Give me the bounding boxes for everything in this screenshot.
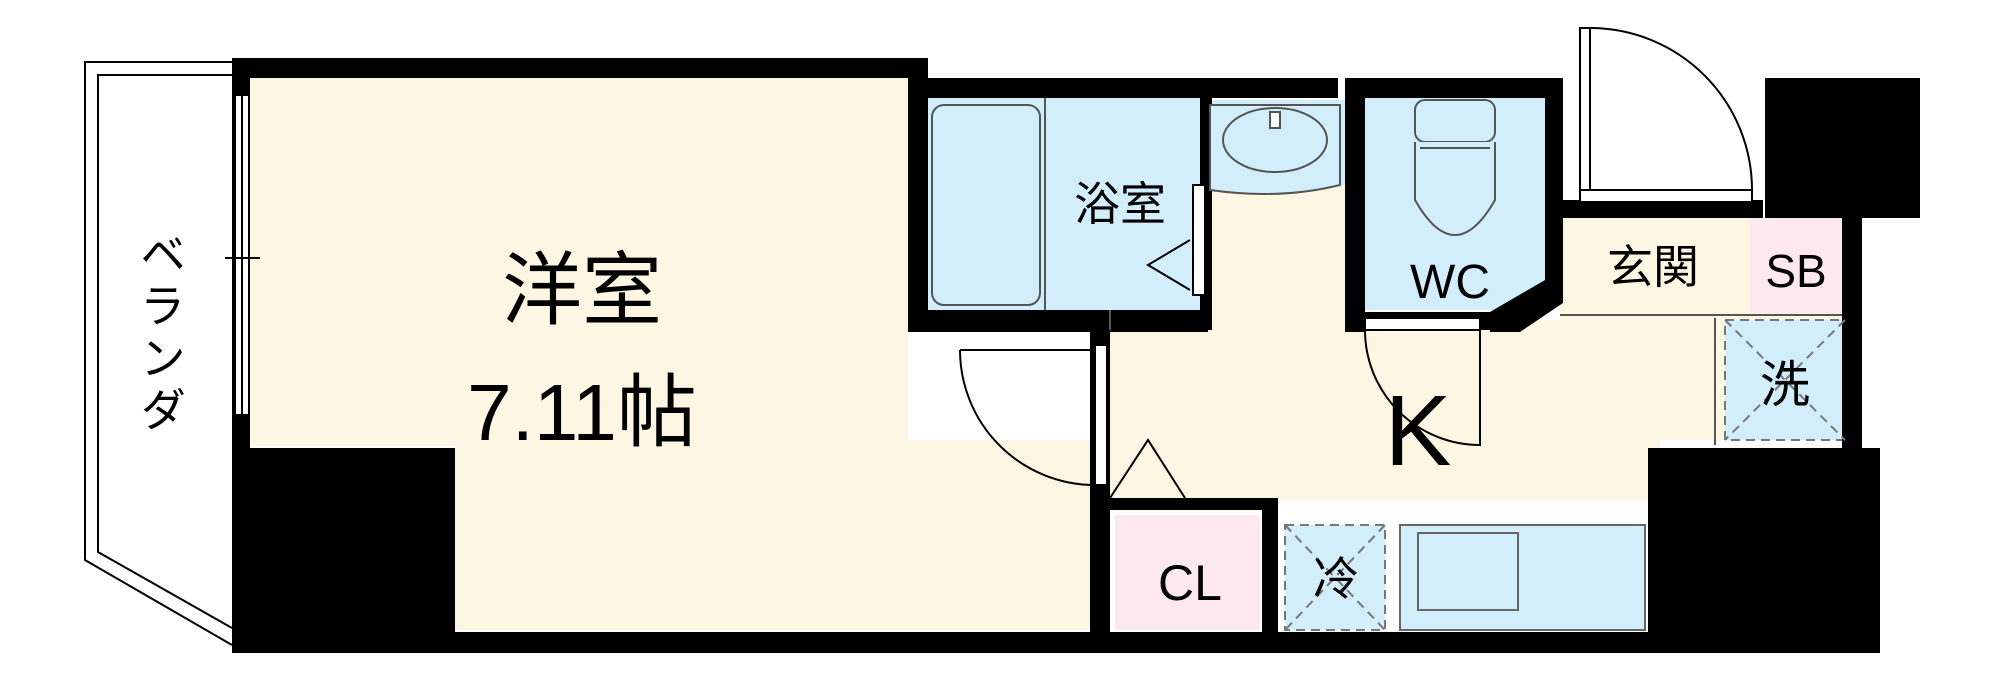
balcony-label: ベランダ xyxy=(133,230,187,438)
faucet xyxy=(1269,111,1281,129)
bathtub xyxy=(931,104,1041,306)
window xyxy=(234,94,250,416)
wall-bottom xyxy=(232,632,1880,653)
labels: 洋室 7.11帖 浴室 WC 玄関 SB 洗 K CL 冷 ベランダ xyxy=(133,177,1827,611)
entrance-door-leaf xyxy=(1579,27,1591,201)
closet-floor xyxy=(1115,515,1260,630)
toilet-bowl xyxy=(1414,142,1496,236)
kitchen-label: K xyxy=(1385,375,1452,487)
floors xyxy=(245,78,1855,631)
wall-bath-bottom xyxy=(908,310,1208,332)
fridge-x-2 xyxy=(1284,524,1386,631)
balcony xyxy=(84,61,260,646)
closet-label: CL xyxy=(1158,555,1222,611)
western-room-area: 7.11帖 xyxy=(467,368,697,457)
entrance-door-swing xyxy=(1589,27,1753,191)
entrance-floor xyxy=(1560,218,1750,318)
balcony-rail-inner xyxy=(97,74,233,629)
wall-wc-corner xyxy=(1490,280,1563,332)
wall-bath-left xyxy=(908,58,928,330)
toilet-label: WC xyxy=(1410,256,1490,309)
wc-door-swing xyxy=(1364,329,1481,447)
room-door-leaf xyxy=(1094,344,1108,486)
western-room-name: 洋室 xyxy=(502,244,662,337)
shoe-box-floor xyxy=(1750,218,1842,313)
fridge-x-1 xyxy=(1284,524,1386,631)
wall-wc-top xyxy=(1345,78,1562,98)
wall-closet-top xyxy=(1100,498,1278,510)
washbasin-bowl xyxy=(1222,107,1328,173)
western-room-floor xyxy=(245,78,908,446)
doors xyxy=(959,27,1753,499)
wall-entrance-top xyxy=(1563,200,1763,218)
bath-door-leaf xyxy=(1192,184,1206,296)
western-room-floor-lower xyxy=(455,440,1095,630)
entrance-sill xyxy=(1579,189,1753,203)
wall-top-left xyxy=(232,58,924,78)
closet-door-mark xyxy=(1109,438,1186,499)
bath-door-mark xyxy=(1146,239,1191,291)
sink xyxy=(1417,532,1519,611)
wall-closet-right xyxy=(1262,498,1278,632)
toilet-tank xyxy=(1414,99,1496,143)
entrance-label: 玄関 xyxy=(1607,240,1699,294)
wall-wc-left xyxy=(1345,78,1365,332)
fridge-label: 冷 xyxy=(1313,552,1359,606)
wall-wc-right xyxy=(1545,78,1563,303)
fixtures xyxy=(931,98,1846,631)
wall-bath-top xyxy=(908,78,1338,98)
washer-x-1 xyxy=(1724,319,1846,441)
wc-door-leaf xyxy=(1364,317,1481,331)
shoe-box-label: SB xyxy=(1765,245,1826,297)
wall-right xyxy=(1842,200,1862,450)
room-door-swing xyxy=(959,349,1096,486)
wall-right-lower-block xyxy=(1648,448,1880,653)
bathroom-label: 浴室 xyxy=(1074,177,1166,231)
washer-x-2 xyxy=(1724,319,1846,441)
wall-left-block xyxy=(232,448,455,653)
balcony-rail-outer xyxy=(84,61,233,646)
washer-label: 洗 xyxy=(1760,356,1810,414)
wall-top-right-block xyxy=(1765,78,1920,218)
